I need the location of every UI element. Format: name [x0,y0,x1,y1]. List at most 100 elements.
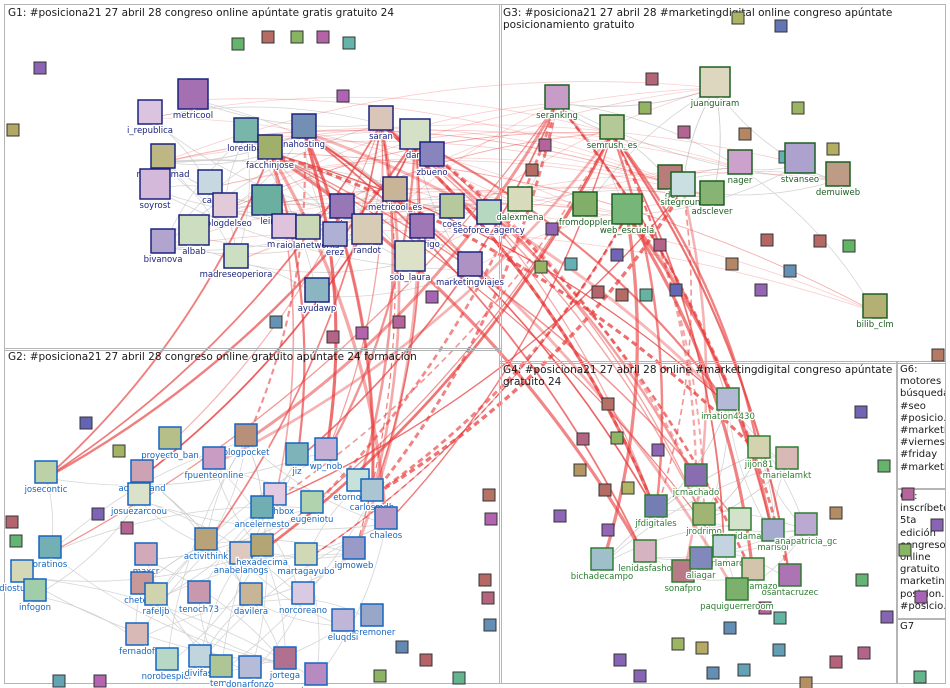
unlabeled-node[interactable] [120,521,134,535]
node-g4[interactable]: paquiguerreroom [699,577,775,613]
unlabeled-node[interactable] [931,348,945,362]
node-g1[interactable]: bivanova [142,228,184,266]
unlabeled-node[interactable] [677,125,691,139]
node-g3[interactable]: bilib_clm [855,293,895,331]
node-g4[interactable]: aliagar [685,546,717,582]
node-g1[interactable]: erez [322,221,348,259]
node-g1[interactable]: elblogdelseo [197,192,253,230]
node-g1[interactable]: leir [251,184,283,228]
node-g2[interactable]: josuezarcoou [109,482,168,518]
unlabeled-node[interactable] [829,506,843,520]
node-g2[interactable]: igmoweb [333,536,375,572]
node-g2[interactable]: peremoner [347,603,397,639]
unlabeled-node[interactable] [774,19,788,33]
node-g1[interactable]: sob_laura [388,240,432,284]
node-g2[interactable]: norobespier [140,647,194,683]
node-g3[interactable]: demuiweb [815,161,861,199]
node-g2[interactable]: divifast [183,644,217,680]
unlabeled-node[interactable] [392,315,406,329]
node-g3[interactable]: juanguiram [689,66,740,110]
node-g3[interactable]: fromdoppler [558,191,613,229]
unlabeled-node[interactable] [737,663,751,677]
unlabeled-node[interactable] [901,487,915,501]
node-g1[interactable]: carl [197,169,223,207]
node-g2[interactable]: blogpocket [221,423,271,459]
unlabeled-node[interactable] [483,618,497,632]
unlabeled-node[interactable] [326,330,340,344]
node-g1[interactable]: albab [178,214,210,258]
unlabeled-node[interactable] [93,674,107,688]
unlabeled-node[interactable] [738,127,752,141]
node-g3[interactable]: dalexmena [495,186,545,224]
unlabeled-node[interactable] [484,512,498,526]
unlabeled-node[interactable] [598,483,612,497]
node-g1[interactable]: i_republica [126,99,174,137]
unlabeled-node[interactable] [261,30,275,44]
unlabeled-node[interactable] [706,666,720,680]
unlabeled-node[interactable] [5,515,19,529]
unlabeled-node[interactable] [653,238,667,252]
node-g3[interactable]: seranking [535,84,579,122]
node-g1[interactable]: zbueno [415,141,449,179]
unlabeled-node[interactable] [877,459,891,473]
node-g3[interactable]: nager [726,149,754,187]
node-g3[interactable]: adsclever [690,180,734,218]
unlabeled-node[interactable] [799,676,813,688]
node-g2[interactable]: tema [209,654,233,688]
node-g4[interactable]: osantacruzec [760,563,820,599]
unlabeled-node[interactable] [613,653,627,667]
unlabeled-node[interactable] [91,507,105,521]
unlabeled-node[interactable] [553,509,567,523]
node-g1[interactable]: saran [368,105,394,143]
unlabeled-node[interactable] [33,61,47,75]
node-g2[interactable]: hexadecima [235,533,289,569]
unlabeled-node[interactable] [913,670,927,684]
node-g2[interactable]: proyecto_ban [140,426,200,462]
unlabeled-node[interactable] [645,72,659,86]
node-g1[interactable]: metricool [172,78,214,122]
unlabeled-node[interactable] [791,101,805,115]
unlabeled-node[interactable] [576,432,590,446]
unlabeled-node[interactable] [773,611,787,625]
node-g2[interactable]: jiz [285,442,309,478]
node-g2[interactable]: eluqdsi [326,608,360,644]
unlabeled-node[interactable] [829,655,843,669]
unlabeled-node[interactable] [112,444,126,458]
unlabeled-node[interactable] [79,416,93,430]
node-g2[interactable]: rafeljb [141,582,171,618]
unlabeled-node[interactable] [898,543,912,557]
unlabeled-node[interactable] [373,669,387,683]
node-g1[interactable]: soyrost [138,168,172,212]
unlabeled-node[interactable] [857,646,871,660]
node-g4[interactable]: lenidasfasho [617,539,673,575]
unlabeled-node[interactable] [395,640,409,654]
unlabeled-node[interactable] [610,248,624,262]
node-g3[interactable]: stvanseo [780,142,820,186]
node-g2[interactable]: jortega [268,646,301,682]
node-g2[interactable]: fernadof [118,622,157,658]
unlabeled-node[interactable] [231,37,245,51]
unlabeled-node[interactable] [671,637,685,651]
node-g1[interactable]: facchinjose [245,134,295,172]
node-g2[interactable]: wp_nob [308,437,344,473]
unlabeled-node[interactable] [425,290,439,304]
unlabeled-node[interactable] [52,674,66,688]
node-g4[interactable]: anapatricia_gc [774,512,839,548]
unlabeled-node[interactable] [621,481,635,495]
unlabeled-node[interactable] [731,11,745,25]
unlabeled-node[interactable] [633,669,647,683]
unlabeled-node[interactable] [760,233,774,247]
unlabeled-node[interactable] [342,36,356,50]
unlabeled-node[interactable] [772,643,786,657]
node-g4[interactable]: imation4430 [700,387,756,423]
unlabeled-node[interactable] [695,641,709,655]
unlabeled-node[interactable] [336,89,350,103]
node-g2[interactable]: martagayubo [276,542,336,578]
unlabeled-node[interactable] [639,288,653,302]
node-g2[interactable]: davilera [233,582,269,618]
node-g2[interactable]: anabelanogs [213,541,270,577]
unlabeled-node[interactable] [826,142,840,156]
unlabeled-node[interactable] [564,257,578,271]
node-g4[interactable]: bichadecampo [570,547,634,583]
node-g2[interactable]: tenoch73 [178,580,220,616]
